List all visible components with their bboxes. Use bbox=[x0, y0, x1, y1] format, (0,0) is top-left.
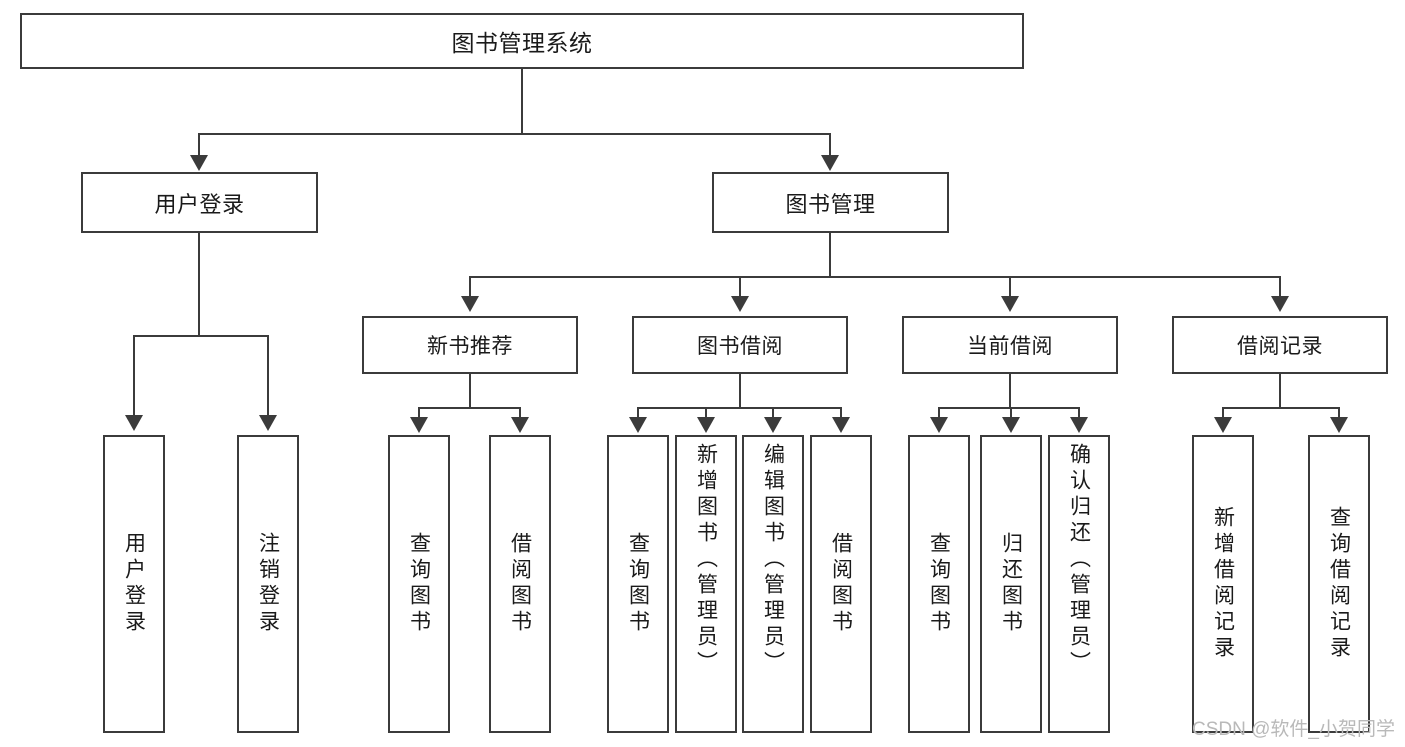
node-label: 查询图书 bbox=[407, 532, 431, 636]
node-label: 图书借阅 bbox=[697, 335, 783, 358]
connector-bb-drop-1 bbox=[705, 407, 707, 419]
connector-cb-drop-0 bbox=[938, 407, 940, 419]
leaf-user-login[interactable]: 用户登录 bbox=[103, 435, 165, 733]
arrow-to-br-leaf-0 bbox=[1214, 417, 1232, 433]
leaf-query-book-current[interactable]: 查询图书 bbox=[908, 435, 970, 733]
node-label: 归还图书 bbox=[999, 532, 1023, 636]
arrow-to-borrow-record bbox=[1271, 296, 1289, 312]
arrow-to-bb-leaf-1 bbox=[697, 417, 715, 433]
arrow-to-book-manage bbox=[821, 155, 839, 171]
watermark-csdn: CSDN @软件_小贺同学 bbox=[1192, 714, 1395, 741]
node-book-borrow[interactable]: 图书借阅 bbox=[632, 316, 848, 374]
connector-bb-bar bbox=[637, 407, 842, 409]
connector-br-stem bbox=[1279, 374, 1281, 409]
connector-user-login-bar bbox=[133, 335, 269, 337]
connector-br-drop-0 bbox=[1222, 407, 1224, 419]
leaf-query-book-borrow[interactable]: 查询图书 bbox=[607, 435, 669, 733]
connector-bm-drop-3 bbox=[1279, 276, 1281, 298]
node-label: 新书推荐 bbox=[427, 335, 513, 358]
node-label: 注销登录 bbox=[256, 532, 280, 636]
node-label: 借阅图书 bbox=[508, 532, 532, 636]
arrow-to-new-book bbox=[461, 296, 479, 312]
leaf-edit-book-admin[interactable]: 编辑图书（管理员） bbox=[742, 435, 804, 733]
connector-nbr-bar bbox=[418, 407, 521, 409]
connector-root-bar bbox=[198, 133, 831, 135]
leaf-borrow-book-recommend[interactable]: 借阅图书 bbox=[489, 435, 551, 733]
node-root-system[interactable]: 图书管理系统 bbox=[20, 13, 1024, 69]
node-label: 查询借阅记录 bbox=[1327, 506, 1351, 662]
node-label: 新增借阅记录 bbox=[1211, 506, 1235, 662]
connector-nbr-drop-0 bbox=[418, 407, 420, 419]
connector-bm-drop-1 bbox=[739, 276, 741, 298]
connector-bb-drop-2 bbox=[772, 407, 774, 419]
arrow-to-bb-leaf-0 bbox=[629, 417, 647, 433]
node-label: 当前借阅 bbox=[967, 335, 1053, 358]
node-label: 新增图书（管理员） bbox=[694, 443, 718, 677]
node-label: 用户登录 bbox=[122, 532, 146, 636]
node-label: 借阅图书 bbox=[829, 532, 853, 636]
arrow-to-cb-leaf-0 bbox=[930, 417, 948, 433]
connector-bb-drop-0 bbox=[637, 407, 639, 419]
leaf-query-book-recommend[interactable]: 查询图书 bbox=[388, 435, 450, 733]
connector-nbr-drop-1 bbox=[519, 407, 521, 419]
connector-user-login-stem bbox=[198, 233, 200, 336]
arrow-to-leaf-user-login bbox=[125, 415, 143, 431]
node-label: 查询图书 bbox=[927, 532, 951, 636]
connector-br-bar bbox=[1222, 407, 1340, 409]
leaf-query-borrow-record[interactable]: 查询借阅记录 bbox=[1308, 435, 1370, 733]
arrow-to-book-borrow bbox=[731, 296, 749, 312]
arrow-to-nbr-leaf-0 bbox=[410, 417, 428, 433]
connector-user-login-drop-1 bbox=[267, 335, 269, 417]
arrow-to-br-leaf-1 bbox=[1330, 417, 1348, 433]
arrow-to-current-borrow bbox=[1001, 296, 1019, 312]
connector-cb-drop-1 bbox=[1010, 407, 1012, 419]
connector-bb-drop-3 bbox=[840, 407, 842, 419]
watermark-text: CSDN @软件_小贺同学 bbox=[1192, 719, 1395, 740]
leaf-confirm-return-admin[interactable]: 确认归还（管理员） bbox=[1048, 435, 1110, 733]
arrow-to-bb-leaf-3 bbox=[832, 417, 850, 433]
leaf-return-book[interactable]: 归还图书 bbox=[980, 435, 1042, 733]
connector-br-drop-1 bbox=[1338, 407, 1340, 419]
connector-cb-bar bbox=[938, 407, 1080, 409]
connector-root-drop-right bbox=[829, 133, 831, 157]
node-label: 查询图书 bbox=[626, 532, 650, 636]
connector-root-stem bbox=[521, 69, 523, 134]
leaf-logout[interactable]: 注销登录 bbox=[237, 435, 299, 733]
arrow-to-cb-leaf-2 bbox=[1070, 417, 1088, 433]
connector-book-manage-stem bbox=[829, 233, 831, 277]
arrow-to-nbr-leaf-1 bbox=[511, 417, 529, 433]
connector-bb-stem bbox=[739, 374, 741, 409]
node-label: 图书管理系统 bbox=[451, 30, 593, 56]
connector-cb-stem bbox=[1009, 374, 1011, 409]
node-user-login[interactable]: 用户登录 bbox=[81, 172, 318, 233]
node-new-book-recommend[interactable]: 新书推荐 bbox=[362, 316, 578, 374]
arrow-to-user-login bbox=[190, 155, 208, 171]
node-label: 图书管理 bbox=[785, 191, 876, 217]
node-book-manage[interactable]: 图书管理 bbox=[712, 172, 949, 233]
leaf-add-borrow-record[interactable]: 新增借阅记录 bbox=[1192, 435, 1254, 733]
connector-cb-drop-2 bbox=[1078, 407, 1080, 419]
connector-bm-drop-2 bbox=[1009, 276, 1011, 298]
arrow-to-bb-leaf-2 bbox=[764, 417, 782, 433]
arrow-to-leaf-logout bbox=[259, 415, 277, 431]
node-borrow-record[interactable]: 借阅记录 bbox=[1172, 316, 1388, 374]
connector-root-drop-left bbox=[198, 133, 200, 157]
leaf-add-book-admin[interactable]: 新增图书（管理员） bbox=[675, 435, 737, 733]
connector-book-manage-bar bbox=[469, 276, 1281, 278]
connector-bm-drop-0 bbox=[469, 276, 471, 298]
node-label: 编辑图书（管理员） bbox=[761, 443, 785, 677]
connector-user-login-drop-0 bbox=[133, 335, 135, 417]
node-label: 用户登录 bbox=[154, 191, 245, 217]
node-label: 借阅记录 bbox=[1237, 335, 1323, 358]
connector-nbr-stem bbox=[469, 374, 471, 409]
node-current-borrow[interactable]: 当前借阅 bbox=[902, 316, 1118, 374]
leaf-borrow-book[interactable]: 借阅图书 bbox=[810, 435, 872, 733]
arrow-to-cb-leaf-1 bbox=[1002, 417, 1020, 433]
node-label: 确认归还（管理员） bbox=[1067, 443, 1091, 677]
